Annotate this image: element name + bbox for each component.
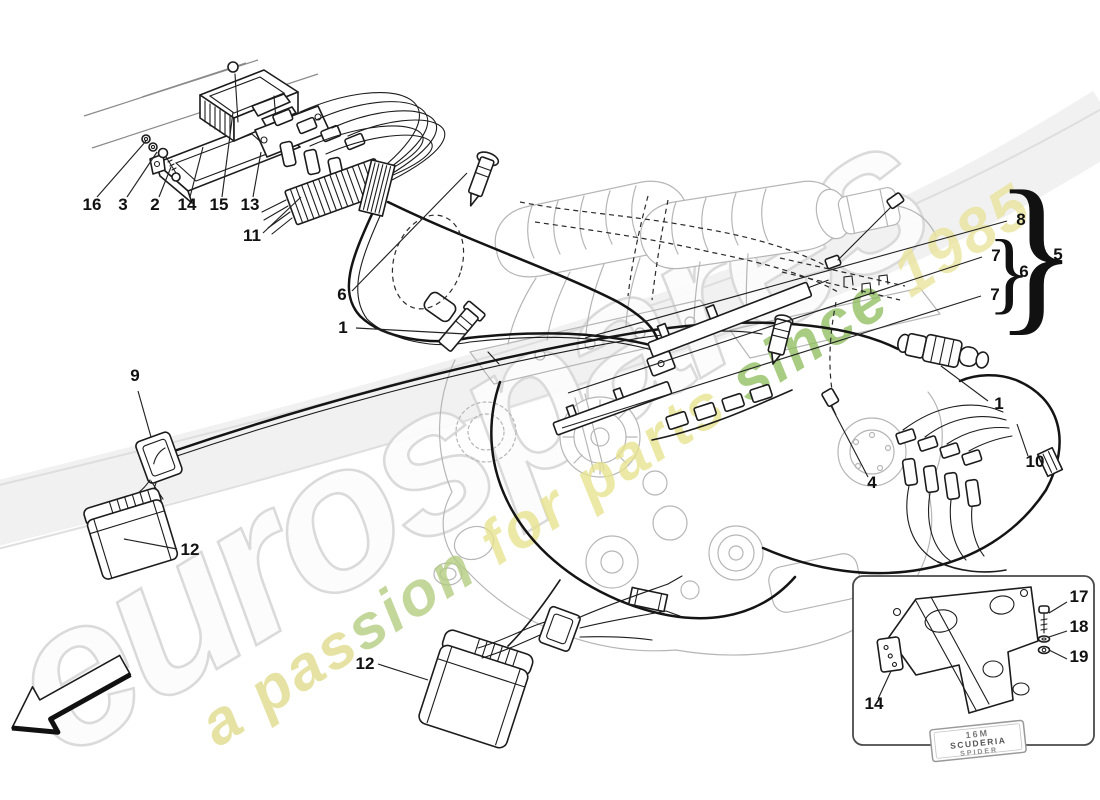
part-label-6-7: 6 [337, 285, 346, 304]
leader-line-14-3 [189, 146, 204, 198]
brace-6: } [987, 222, 1031, 323]
part-label-8-12: 8 [1016, 210, 1025, 229]
leader-line-13-5 [252, 151, 262, 198]
leader-line-16-0 [96, 140, 147, 198]
part-label-5-brace: 5 [1053, 245, 1062, 264]
leader-line-15-4 [221, 111, 234, 198]
spark-plug-4 [821, 387, 840, 416]
leader-line-6-7 [351, 172, 468, 292]
part-label-2-2: 2 [150, 195, 159, 214]
part-label-7-14: 7 [990, 285, 999, 304]
fuel-rail [646, 279, 829, 377]
ecu-12-left [83, 487, 179, 580]
leader-line-1-15 [940, 365, 989, 402]
part-label-6-brace: 6 [1019, 262, 1028, 281]
part-label-12-10: 12 [181, 540, 200, 559]
leader-line-14-21 [877, 670, 892, 700]
part-label-3-1: 3 [118, 195, 127, 214]
leader-line-17-18 [1048, 601, 1068, 614]
leader-line-9-9 [137, 390, 152, 438]
leader-line-8-12 [584, 220, 1008, 339]
leader-line-11-6 [262, 196, 302, 234]
bolt-17 [1038, 605, 1050, 634]
part-label-12-11: 12 [356, 654, 375, 673]
leader-line-19-20 [1048, 649, 1068, 660]
coil-pack-assembly [254, 92, 661, 351]
injector-connector-row [651, 383, 793, 441]
leader-line-12-11 [377, 663, 429, 681]
leader-line-4-17 [830, 405, 869, 478]
scuderia-badge: 16M SCUDERIA SPIDER [929, 719, 1027, 763]
leader-line-7-13 [567, 256, 983, 394]
leader-line-2-2 [158, 166, 172, 198]
coil-cluster-right [895, 404, 1013, 573]
part-label-7-13: 7 [991, 246, 1000, 265]
leader-line-7-14 [561, 295, 982, 429]
injector-6 [467, 151, 500, 207]
part-label-10-16: 10 [1026, 452, 1045, 471]
nut-19 [1037, 645, 1051, 655]
leader-line-18-19 [1048, 630, 1068, 638]
rail-clips [843, 274, 889, 294]
part-label-4-17: 4 [867, 473, 877, 492]
sensor-1-right [897, 332, 990, 369]
part-label-14-3: 14 [178, 195, 197, 214]
rail-injector [767, 314, 794, 365]
leader-line-12-10 [123, 538, 178, 550]
part-label-1-8: 1 [338, 318, 347, 337]
hidden-harness-dashed [391, 195, 906, 391]
injector-1 [423, 291, 500, 365]
part-label-1-15: 1 [994, 394, 1003, 413]
part-label-9-9: 9 [130, 366, 139, 385]
ink-illustration: 16M SCUDERIA SPIDER [11, 59, 1095, 763]
badge-line3: SPIDER [960, 747, 999, 758]
leader-line-1-8 [355, 327, 467, 335]
washer-18 [1037, 635, 1051, 643]
part-label-14-21: 14 [865, 694, 884, 713]
ecu-12-centre [418, 575, 683, 749]
leader-line-3-1 [126, 151, 158, 198]
ecu-bracket-14 [876, 586, 1039, 714]
brace-5: } [994, 156, 1078, 351]
lower-harness [490, 380, 797, 647]
badge-line1: 16M [965, 728, 989, 740]
leader-line-10-16 [1016, 423, 1029, 457]
part-label-18-19: 18 [1070, 617, 1089, 636]
part-label-11-6: 11 [243, 226, 261, 245]
part-label-13-5: 13 [241, 195, 260, 214]
part-label-15-4: 15 [210, 195, 229, 214]
sensor-8 [824, 192, 905, 270]
part-label-16-0: 16 [83, 195, 102, 214]
harness-loop-10 [761, 374, 1064, 575]
part-label-19-20: 19 [1070, 647, 1089, 666]
inset-detail-box: 16M SCUDERIA SPIDER [852, 575, 1095, 763]
direction-arrow [11, 654, 132, 735]
part-label-17-18: 17 [1070, 587, 1089, 606]
